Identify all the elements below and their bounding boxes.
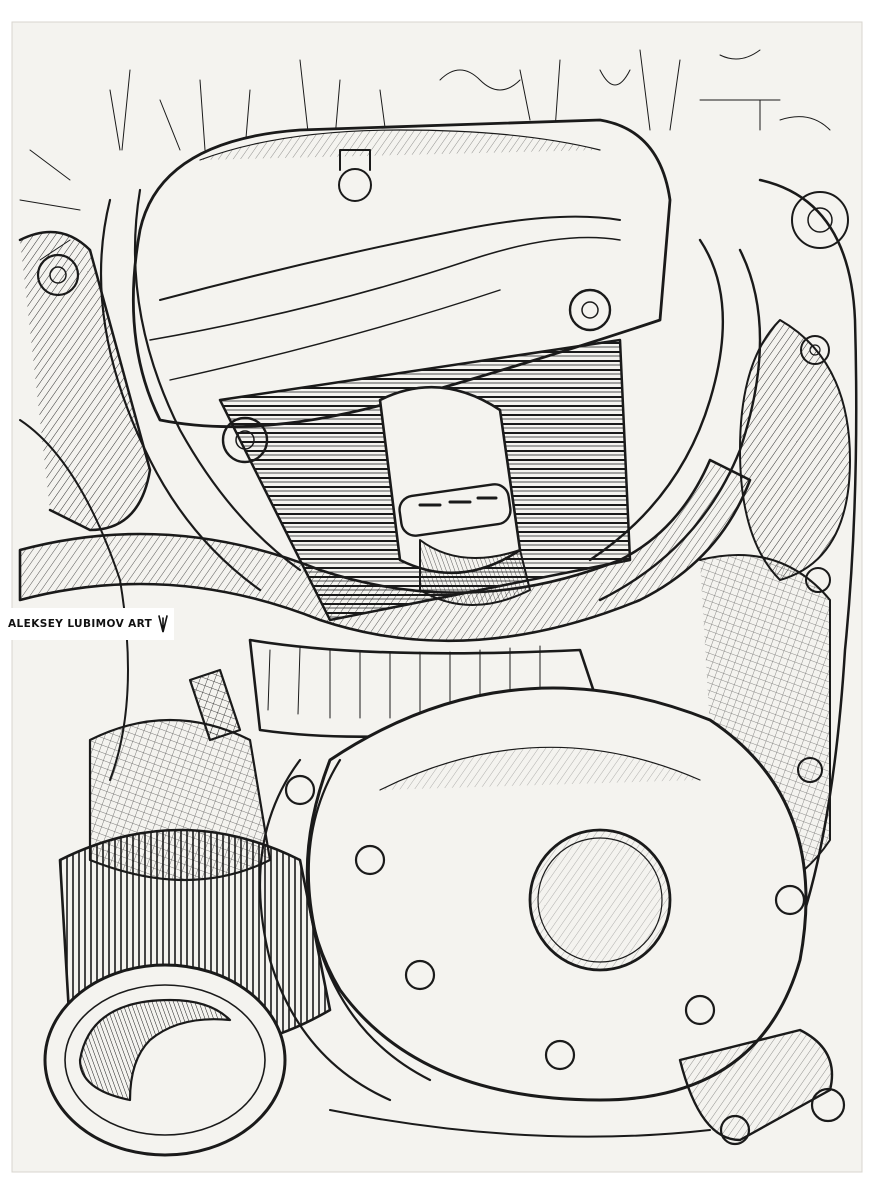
cylinder-fins [218,338,632,622]
bottom-bracket [329,1028,846,1146]
air-filter [43,718,332,1157]
pen-nib-icon [158,615,169,633]
watermark-label: ALEKSEY LUBIMOV ART [8,618,153,630]
artist-watermark: ALEKSEY LUBIMOV ART [2,608,174,640]
clutch-cover [258,686,808,1102]
background-scribbles [19,49,831,261]
